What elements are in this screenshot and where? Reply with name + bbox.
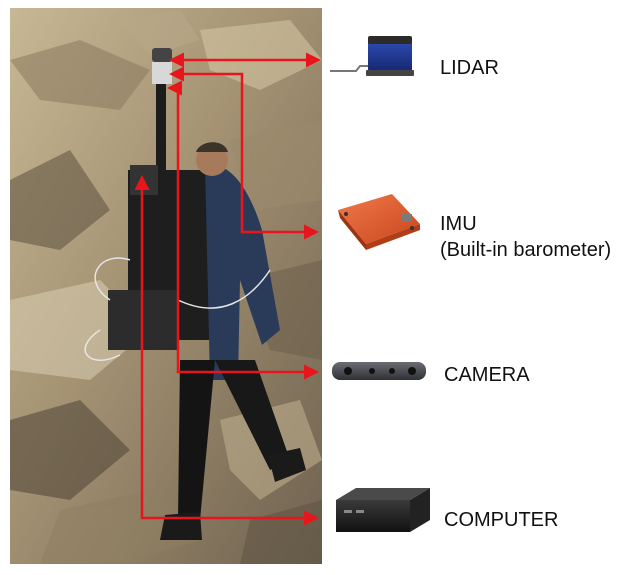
cable <box>84 329 121 361</box>
lidar-device <box>330 36 414 76</box>
field-photo <box>10 8 322 564</box>
computer-side <box>410 488 430 532</box>
lidar-top <box>368 36 412 44</box>
cable <box>94 257 131 301</box>
camera-device <box>332 362 426 380</box>
computer-top <box>336 488 430 500</box>
camera-body <box>332 362 426 380</box>
imu-front <box>366 224 420 250</box>
computer-front <box>336 500 410 532</box>
computer-label: COMPUTER <box>444 509 559 531</box>
imu-body-top <box>338 194 420 244</box>
camera-lens-right <box>408 367 416 375</box>
mast <box>156 80 166 220</box>
lidar-on-mast <box>152 62 172 84</box>
operator-boot-left <box>160 512 202 540</box>
connector-lines <box>134 52 321 526</box>
lidar-base <box>366 70 414 76</box>
lidar-label: LIDAR <box>440 57 499 79</box>
imu-sublabel: (Built-in barometer) <box>440 239 612 261</box>
camera-on-frame <box>130 165 158 195</box>
computer-device <box>336 488 430 532</box>
imu-label: IMU <box>440 213 477 235</box>
camera-label: CAMERA <box>444 364 530 386</box>
imu-device <box>338 194 420 250</box>
imu-side <box>338 210 366 250</box>
camera-lens-left <box>344 367 352 375</box>
computer-arrow <box>134 175 319 526</box>
lidar-body <box>368 38 412 72</box>
imu-connector <box>402 214 412 222</box>
lidar-cable <box>330 65 368 72</box>
lidar-cap <box>152 48 172 62</box>
